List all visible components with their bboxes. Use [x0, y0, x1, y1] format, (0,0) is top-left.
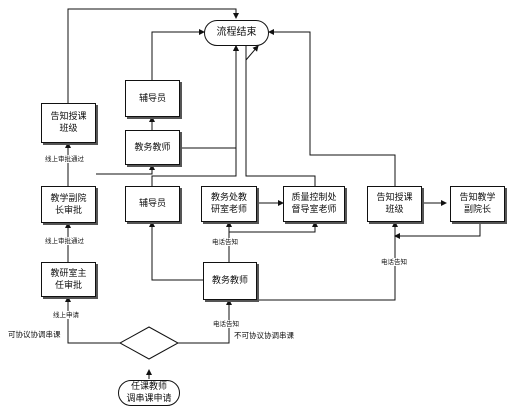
notify-vice-dean-box: 告知教学 副院长 — [450, 186, 505, 222]
arrow-quality-to-end-head — [245, 45, 259, 61]
arrow-teacherlow-to-quality — [229, 221, 318, 233]
end-terminal: 流程结束 — [204, 20, 269, 46]
teacher-low-box: 教务教师 — [203, 262, 257, 300]
arrow-teacherlow-to-counselormid — [149, 221, 203, 281]
counselor-top-box: 辅导员 — [125, 80, 180, 117]
office-teacher-box: 教务处教 研室老师 — [201, 186, 257, 222]
arrow-counselormid-to-end — [151, 45, 239, 186]
label-notify-phone-office: 电话告知 — [212, 238, 238, 246]
arrow-quality-to-end — [245, 34, 316, 186]
vice-dean-left-box: 教学副院 长审批 — [41, 186, 96, 223]
arrow-teachermid-to-end — [180, 45, 239, 149]
arrow-teacherlow-to-notifyright — [257, 221, 398, 301]
arrow-decision-to-director — [65, 296, 120, 344]
notify-class-left-box: 告知授课 班级 — [41, 103, 96, 143]
notify-class-right-box: 告知授课 班级 — [367, 186, 422, 222]
quality-teacher-box: 质量控制处 督导室老师 — [283, 186, 345, 222]
label-can-resolve: 可协议协调串课 — [8, 330, 61, 339]
label-approved-lower: 线上审批通过 — [45, 237, 84, 245]
arrow-notifyclass-to-end — [67, 8, 239, 103]
label-online-apply: 线上申请 — [53, 311, 79, 319]
label-approved-upper: 线上审批通过 — [45, 155, 84, 163]
decision-diamond — [118, 326, 180, 360]
label-notify-phone-teacher: 电话告知 — [213, 320, 239, 328]
label-cannot-resolve: 不可协议协调串课 — [234, 331, 294, 340]
label-notify-phone-right: 电话告知 — [381, 258, 407, 266]
teacher-mid-box: 教务教师 — [125, 130, 180, 165]
counselor-mid-box: 辅导员 — [125, 186, 180, 222]
arrow-vicedean-loop — [394, 222, 481, 239]
arrow-notifyright-to-end — [268, 29, 396, 186]
director-box: 教研室主 任审批 — [41, 262, 96, 297]
arrow-decision-to-teacherlow — [178, 299, 232, 344]
arrow-counselortop-to-end — [151, 29, 205, 80]
arrow-vicedean-to-teachermid — [96, 164, 155, 175]
start-terminal: 任课教师 调串课申请 — [118, 380, 180, 406]
